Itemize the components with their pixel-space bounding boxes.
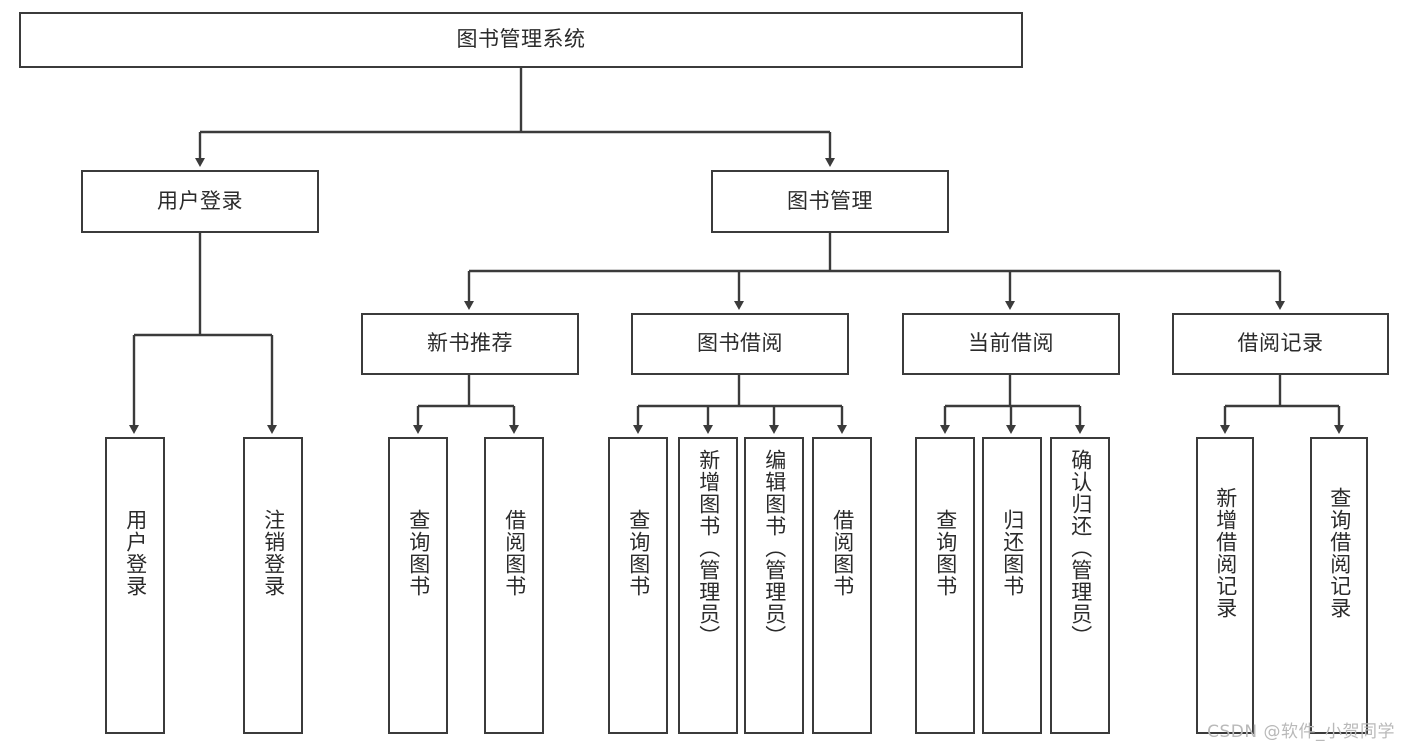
node-leaf-0[interactable]: 用户登录 bbox=[105, 437, 165, 734]
node-leaf-6[interactable]: 编辑图书（管理员） bbox=[744, 437, 804, 734]
node-label: 图书管理系统 bbox=[456, 27, 586, 52]
node-label: 查询借阅记录 bbox=[1327, 487, 1352, 619]
node-leaf-7[interactable]: 借阅图书 bbox=[812, 437, 872, 734]
node-label: 查询图书 bbox=[406, 509, 431, 597]
node-label: 借阅记录 bbox=[1237, 331, 1324, 356]
csdn-watermark: CSDN @软件_小贺同学 bbox=[1207, 722, 1395, 742]
node-label: 借阅图书 bbox=[502, 509, 527, 597]
node-label: 查询图书 bbox=[626, 509, 651, 597]
node-level1-1[interactable]: 图书管理 bbox=[711, 170, 949, 233]
node-level2-3[interactable]: 借阅记录 bbox=[1172, 313, 1389, 375]
node-leaf-1[interactable]: 注销登录 bbox=[243, 437, 303, 734]
node-label: 图书管理 bbox=[787, 188, 873, 213]
node-label: 用户登录 bbox=[157, 188, 243, 213]
node-label: 编辑图书（管理员） bbox=[762, 449, 787, 647]
node-label: 用户登录 bbox=[123, 509, 148, 597]
node-label: 查询图书 bbox=[933, 509, 958, 597]
node-label: 新增借阅记录 bbox=[1213, 487, 1238, 619]
node-label: 确认归还（管理员） bbox=[1068, 449, 1093, 647]
node-level1-0[interactable]: 用户登录 bbox=[81, 170, 319, 233]
node-label: 归还图书 bbox=[1000, 509, 1025, 597]
node-root-system[interactable]: 图书管理系统 bbox=[19, 12, 1023, 68]
node-leaf-12[interactable]: 查询借阅记录 bbox=[1310, 437, 1368, 734]
node-label: 图书借阅 bbox=[697, 331, 783, 356]
node-leaf-8[interactable]: 查询图书 bbox=[915, 437, 975, 734]
node-label: 注销登录 bbox=[261, 509, 286, 597]
node-leaf-4[interactable]: 查询图书 bbox=[608, 437, 668, 734]
node-level2-2[interactable]: 当前借阅 bbox=[902, 313, 1120, 375]
node-label: 当前借阅 bbox=[968, 331, 1054, 356]
node-leaf-3[interactable]: 借阅图书 bbox=[484, 437, 544, 734]
node-leaf-5[interactable]: 新增图书（管理员） bbox=[678, 437, 738, 734]
node-leaf-9[interactable]: 归还图书 bbox=[982, 437, 1042, 734]
node-label: 新增图书（管理员） bbox=[696, 449, 721, 647]
node-leaf-10[interactable]: 确认归还（管理员） bbox=[1050, 437, 1110, 734]
node-leaf-2[interactable]: 查询图书 bbox=[388, 437, 448, 734]
node-label: 借阅图书 bbox=[830, 509, 855, 597]
node-level2-1[interactable]: 图书借阅 bbox=[631, 313, 849, 375]
node-level2-0[interactable]: 新书推荐 bbox=[361, 313, 579, 375]
node-label: 新书推荐 bbox=[427, 331, 513, 356]
node-leaf-11[interactable]: 新增借阅记录 bbox=[1196, 437, 1254, 734]
